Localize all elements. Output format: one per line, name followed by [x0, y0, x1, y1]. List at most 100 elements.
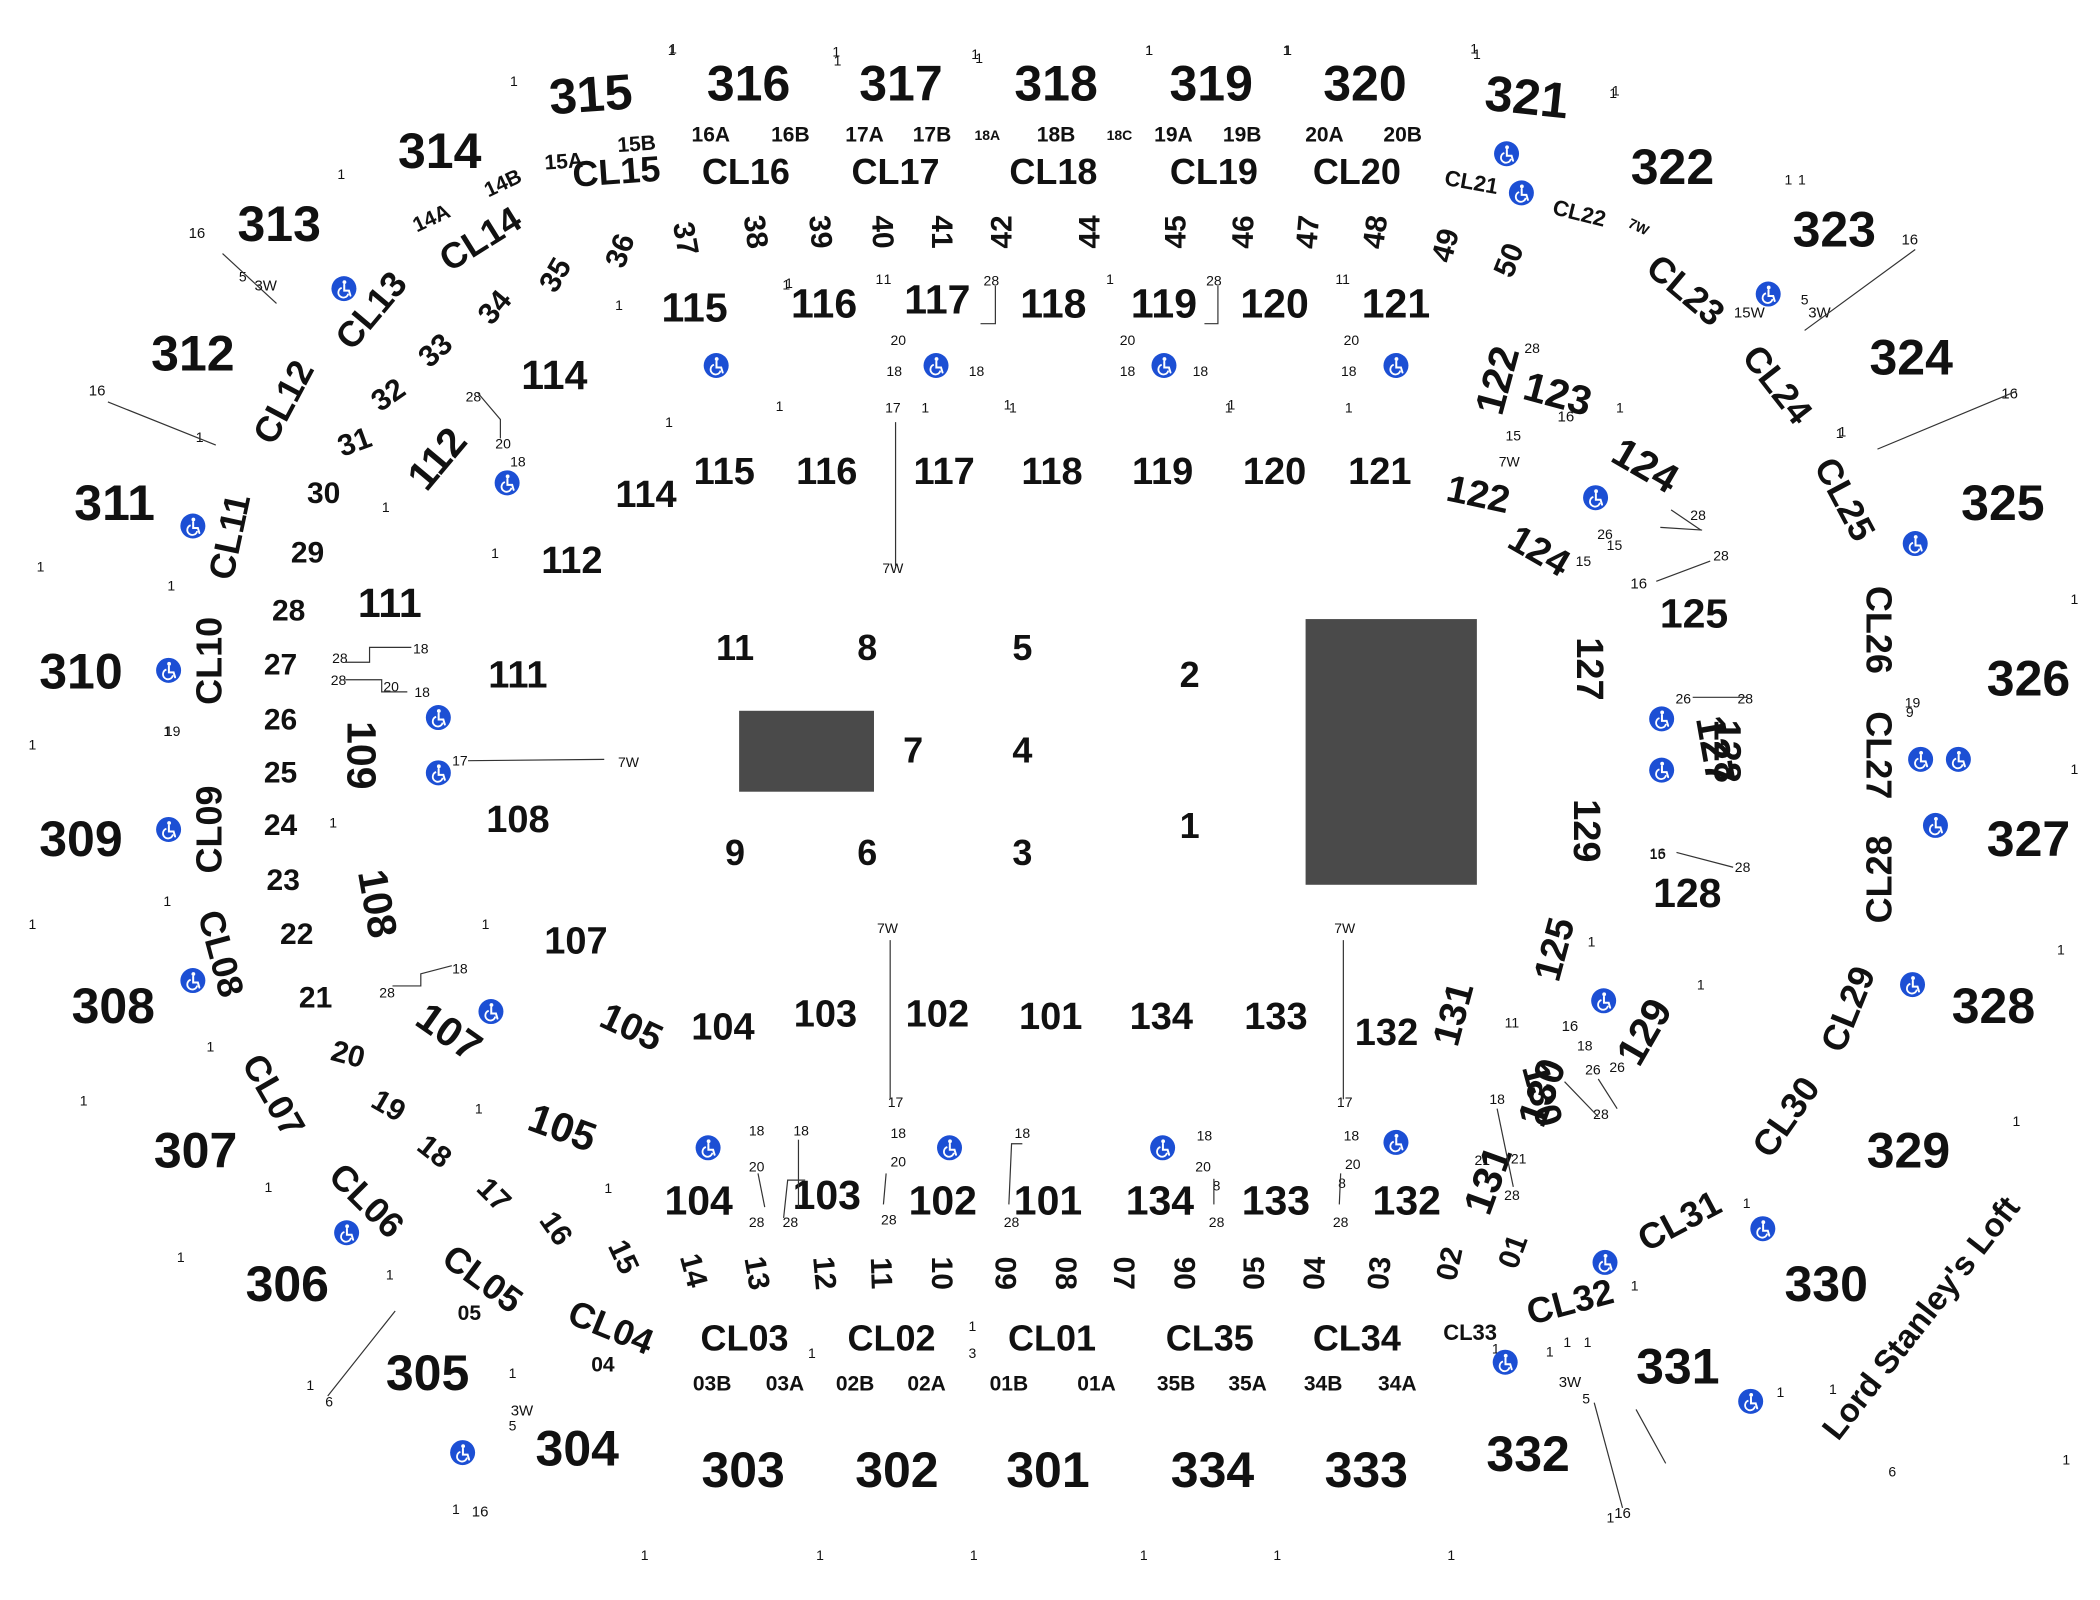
- wheelchair-icon: [1383, 1129, 1409, 1155]
- row-marker-1: 1: [2070, 761, 2078, 777]
- row-leader-line: [783, 1179, 806, 1218]
- row-marker-3: 3: [969, 1345, 977, 1361]
- row-marker-1: 1: [834, 53, 842, 69]
- section-102-lower-row: 102: [906, 993, 969, 1035]
- row-marker-18: 18: [452, 960, 468, 976]
- row-marker-5: 5: [1801, 291, 1809, 307]
- row-marker-9: 9: [1906, 704, 1914, 720]
- row-marker-18: 18: [1120, 363, 1136, 379]
- club-cl07: CL07: [234, 1047, 314, 1144]
- row-marker-1: 1: [1284, 42, 1292, 58]
- row-marker-6: 6: [325, 1393, 333, 1409]
- wheelchair-icon: [494, 470, 520, 496]
- row-marker-5: 5: [1582, 1391, 1590, 1407]
- row-marker-28: 28: [1737, 691, 1753, 707]
- row-leader-line: [1008, 1143, 1023, 1205]
- row-marker-1: 1: [669, 41, 677, 57]
- row-49: 49: [1426, 225, 1467, 266]
- club-cl04: CL04: [562, 1292, 659, 1363]
- mix-block: [739, 710, 874, 792]
- row-leader-line: [392, 965, 452, 987]
- row-37: 37: [666, 219, 704, 258]
- row-35: 35: [533, 252, 578, 297]
- row-marker-1: 1: [776, 398, 784, 414]
- row-marker-20: 20: [1344, 332, 1360, 348]
- row-leader-line: [1635, 1409, 1667, 1464]
- club-cl20: CL20: [1313, 151, 1401, 192]
- row-06: 06: [1169, 1257, 1202, 1290]
- club-cl31: CL31: [1631, 1182, 1728, 1260]
- wheelchair-icon: [1755, 281, 1781, 307]
- section-101-upper-row: 101: [1014, 1177, 1082, 1223]
- row-marker-6: 6: [1888, 1463, 1896, 1479]
- section-105-lower-row: 105: [594, 995, 669, 1060]
- accessible-seating-icons: [156, 141, 1971, 1466]
- row-marker-1: 1: [167, 577, 175, 593]
- row-marker-1: 1: [37, 558, 45, 574]
- row-marker-1: 1: [509, 1365, 517, 1381]
- section-116-upper-row: 116: [791, 280, 857, 326]
- row-13: 13: [738, 1254, 776, 1293]
- section-115-lower-row: 115: [694, 451, 755, 493]
- row-marker-18: 18: [1193, 363, 1209, 379]
- row-34: 34: [472, 284, 519, 331]
- box-01a: 01A: [1077, 1372, 1116, 1395]
- row-20: 20: [328, 1034, 369, 1075]
- section-104-upper-row: 104: [664, 1177, 733, 1223]
- section-312: 312: [151, 325, 234, 381]
- floor-pit-3: 3: [1012, 832, 1032, 873]
- section-324: 324: [1869, 329, 1953, 385]
- row-leader-line: [476, 392, 501, 439]
- row-marker-1: 1: [452, 1501, 460, 1517]
- row-50: 50: [1488, 239, 1531, 282]
- section-323: 323: [1793, 201, 1876, 257]
- row-marker-1: 1: [832, 43, 840, 59]
- row-leader-line: [1877, 390, 2017, 450]
- box-34a: 34A: [1378, 1372, 1417, 1395]
- stage-block: [1305, 619, 1477, 885]
- section-125-upper-row: 125: [1660, 591, 1728, 637]
- box-04: 04: [591, 1353, 615, 1376]
- club-cl22: CL22: [1550, 194, 1608, 231]
- row-leader-line: [1204, 285, 1219, 325]
- row-marker-1: 1: [1273, 1547, 1281, 1563]
- row-marker-1: 1: [1106, 271, 1114, 287]
- section-104-lower-row: 104: [691, 1007, 754, 1049]
- row-marker-28: 28: [379, 985, 395, 1001]
- row-marker-15W: 15W: [1734, 304, 1766, 321]
- row-marker-15: 15: [1506, 428, 1522, 444]
- row-marker-28: 28: [749, 1214, 765, 1230]
- wheelchair-icon: [425, 760, 451, 786]
- section-134-lower-row: 134: [1130, 996, 1193, 1038]
- row-marker-1: 1: [1838, 424, 1846, 440]
- row-18: 18: [411, 1129, 458, 1176]
- row-03: 03: [1362, 1255, 1398, 1291]
- row-marker-1: 1: [1584, 1334, 1592, 1350]
- row-leader-line: [1564, 1081, 1599, 1118]
- row-22: 22: [280, 918, 313, 951]
- section-105-upper-row: 105: [522, 1094, 602, 1161]
- club-cl01: CL01: [1008, 1317, 1096, 1358]
- row-leader-line: [327, 1310, 396, 1397]
- row-marker-16: 16: [1630, 576, 1647, 593]
- row-leader-line: [1597, 1078, 1618, 1109]
- row-marker-1: 1: [177, 1249, 185, 1265]
- row-leader-lines: [107, 249, 2017, 1509]
- wheelchair-icon: [1150, 1135, 1176, 1161]
- row-marker-1: 1: [386, 1267, 394, 1283]
- row-38: 38: [737, 213, 774, 251]
- wheelchair-icon: [1738, 1388, 1764, 1414]
- row-marker-21: 21: [1511, 1151, 1527, 1167]
- club-cl33: CL33: [1443, 1320, 1497, 1345]
- row-marker-1: 1: [1546, 1343, 1554, 1359]
- row-40: 40: [865, 215, 899, 250]
- row-marker-1: 1: [482, 916, 490, 932]
- section-128-upper-row: 128: [1653, 870, 1721, 916]
- row-marker-8: 8: [1213, 1178, 1221, 1194]
- row-marker-1: 1: [1616, 399, 1624, 415]
- box-18c: 18C: [1107, 127, 1133, 143]
- box-20b: 20B: [1383, 123, 1422, 146]
- row-39: 39: [802, 214, 838, 250]
- row-marker-1: 1: [2057, 942, 2065, 958]
- section-107-upper-row: 107: [408, 993, 490, 1070]
